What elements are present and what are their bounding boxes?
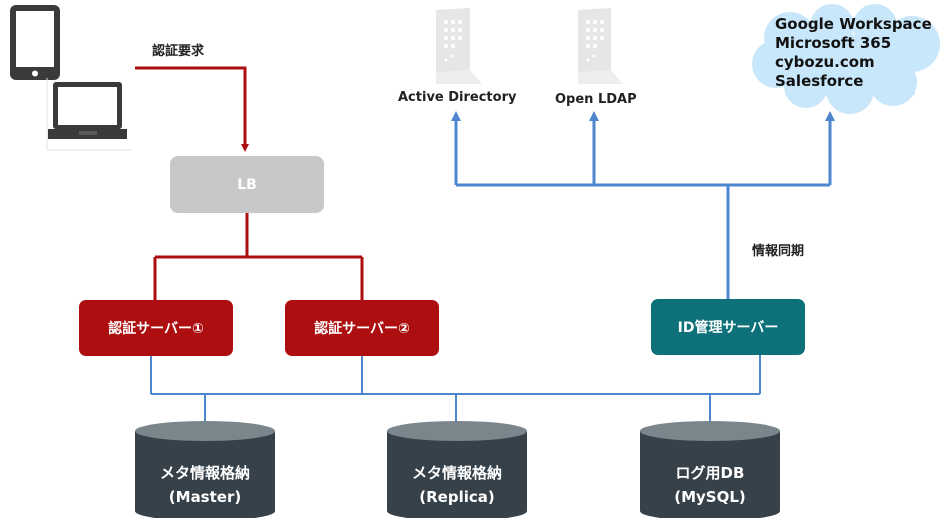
cloud-service-item: Salesforce	[775, 72, 864, 90]
db-name: ログ用DB	[675, 464, 745, 482]
db-name: メタ情報格納	[411, 464, 502, 482]
open-ldap-label: Open LDAP	[555, 92, 637, 107]
cloud-service-item: Microsoft 365	[775, 34, 892, 52]
active-directory-label: Active Directory	[398, 90, 517, 105]
db-name: メタ情報格納	[159, 464, 250, 482]
database-cylinder	[640, 421, 780, 518]
sync-label: 情報同期	[752, 244, 805, 259]
id-management-server: ID管理サーバー	[651, 299, 805, 355]
auth-request-label: 認証要求	[152, 44, 205, 59]
tablet-icon	[10, 5, 60, 80]
db-master-label: メタ情報格納 (Master)	[125, 461, 285, 509]
server-icon	[436, 8, 482, 84]
database-cylinder	[387, 421, 527, 518]
db-bus-lines	[150, 355, 761, 422]
db-role: (MySQL)	[674, 488, 746, 506]
cloud-service-item: Google Workspace	[775, 15, 932, 33]
laptop-icon	[46, 78, 131, 151]
db-role: (Master)	[168, 488, 242, 506]
auth-server-2: 認証サーバー②	[285, 300, 439, 356]
auth-server-1: 認証サーバー①	[79, 300, 233, 356]
db-role: (Replica)	[419, 488, 495, 506]
cloud-shape	[752, 4, 940, 114]
db-replica-label: メタ情報格納 (Replica)	[377, 461, 537, 509]
database-cylinder	[135, 421, 275, 518]
cloud-services-list: Google Workspace Microsoft 365 cybozu.co…	[775, 15, 932, 91]
auth-request-arrow	[135, 66, 249, 152]
db-log-label: ログ用DB (MySQL)	[630, 461, 790, 509]
lb-to-auth-lines	[153, 213, 364, 300]
load-balancer: LB	[170, 156, 324, 213]
cloud-service-item: cybozu.com	[775, 53, 875, 71]
server-icon	[578, 8, 623, 84]
sync-lines	[451, 111, 835, 299]
